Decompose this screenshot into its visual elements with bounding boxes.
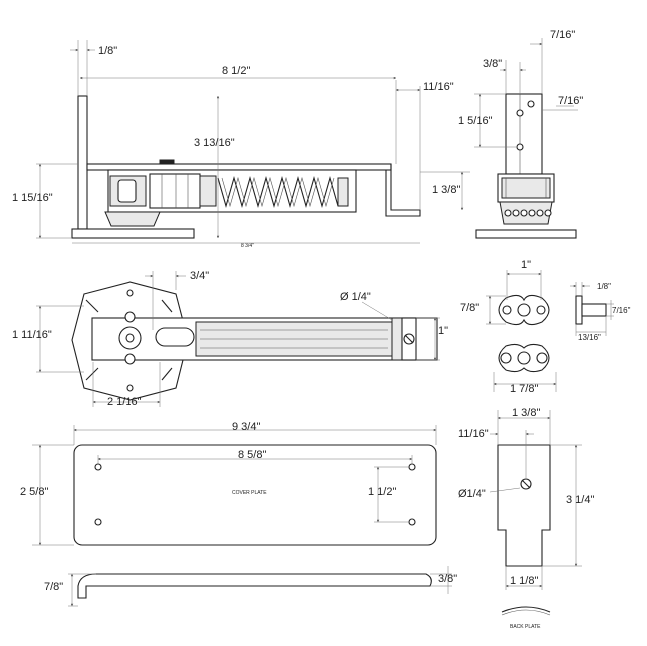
cover-side-view: 7/8" 3/8"	[44, 566, 457, 607]
dim-pin-bottom: 13/16"	[578, 333, 601, 342]
roller	[117, 179, 137, 203]
dim-cover-height: 2 5/8"	[20, 486, 48, 498]
dim-plan-3-4: 3/4"	[190, 270, 209, 282]
dim-pin-top: 1/8"	[597, 282, 611, 291]
end-plate	[505, 93, 543, 175]
coil-spring	[217, 175, 349, 209]
side-elevation-view: 1/8" 8 1/2" 11/16" 3 13/16" 1 15/16" 1 3…	[12, 40, 470, 249]
dim-plan-bottom: 2 1/16"	[107, 396, 142, 408]
washers-view: 1" 7/8" 1 7/8"	[460, 259, 557, 395]
dim-top-right-offset: 11/16"	[423, 81, 454, 93]
end-hole-mid	[516, 109, 524, 117]
end-hole-top	[527, 100, 535, 108]
cover-side-profile	[77, 573, 432, 599]
base-hole-1	[126, 289, 134, 297]
dim-top-eighth: 1/8"	[98, 45, 117, 57]
dim-cover-holes-x: 8 5/8"	[238, 449, 266, 461]
back-plate-label: BACK PLATE	[510, 624, 541, 630]
cover-plate	[73, 444, 437, 546]
cover-plate-label: COVER PLATE	[232, 490, 267, 496]
cover-hole-2	[94, 518, 102, 526]
back-plate	[497, 444, 551, 567]
top-arm	[86, 163, 392, 171]
cover-hole-1	[94, 463, 102, 471]
base-hole-2	[126, 384, 134, 392]
dim-top-right-height: 1 3/8"	[432, 184, 460, 196]
bent-tab	[385, 164, 421, 217]
floor-plate	[71, 228, 195, 239]
dim-end-height: 1 5/16"	[458, 115, 493, 127]
dim-end-side: 7/16"	[558, 95, 583, 107]
slot	[155, 327, 195, 347]
dim-washer-bottom: 1 7/8"	[510, 383, 538, 395]
plan-view: 3/4" Ø 1/4" 1 11/16" 1" 2 1/16"	[12, 270, 448, 408]
housing	[107, 169, 357, 213]
dim-cover-holes-y: 1 1/2"	[368, 486, 396, 498]
dim-washer-top: 1"	[521, 259, 531, 271]
dim-back-dia: Ø1/4"	[458, 488, 486, 500]
dim-cover-side-right: 3/8"	[438, 573, 457, 585]
end-floor-plate	[475, 229, 577, 239]
dim-top-len: 8 1/2"	[222, 65, 250, 77]
pin-view: 1/8" 7/16" 13/16"	[570, 282, 631, 342]
pin-shank	[581, 303, 607, 317]
dim-washer-left: 7/8"	[460, 302, 479, 314]
dim-back-top: 1 3/8"	[512, 407, 540, 419]
top-stud	[159, 159, 175, 165]
dim-plan-right: 1"	[438, 325, 448, 337]
dim-end-top-width: 7/16"	[550, 29, 575, 41]
pin-head	[575, 295, 583, 325]
dim-back-height: 3 1/4"	[566, 494, 594, 506]
dim-cover-side-left: 7/8"	[44, 581, 63, 593]
carriage	[149, 173, 201, 209]
dim-end-3-8: 3/8"	[483, 58, 502, 70]
dim-top-inner: 3 13/16"	[194, 137, 235, 149]
spring-texture	[200, 329, 388, 349]
end-hole-low	[516, 143, 524, 151]
pivot-ear-top	[124, 311, 136, 323]
dim-top-bottom-tiny: 8 3/4"	[241, 243, 254, 249]
cover-plate-view: COVER PLATE 9 3/4" 8 5/8" 2 5/8" 1 1/2"	[20, 421, 437, 546]
dim-cover-len: 9 3/4"	[232, 421, 260, 433]
end-view: 7/16" 3/8" 7/16" 1 5/16"	[458, 29, 583, 239]
base-foot	[104, 211, 161, 227]
dim-top-height: 1 15/16"	[12, 192, 53, 204]
dim-back-offset: 11/16"	[458, 428, 489, 440]
spring-cap	[199, 175, 217, 207]
pivot-ear-bottom	[124, 353, 136, 365]
mounting-plate	[77, 95, 88, 230]
dim-pin-right: 7/16"	[612, 306, 631, 315]
back-plate-arc	[501, 606, 551, 613]
dim-plan-dia: Ø 1/4"	[340, 291, 371, 303]
dim-back-bottom: 1 1/8"	[510, 575, 538, 587]
end-bearings	[504, 209, 552, 217]
back-plate-view: 1 3/8" 11/16" Ø1/4" 3 1/4" 1 1/8" BACK P…	[458, 407, 594, 630]
dim-plan-height: 1 11/16"	[12, 329, 52, 341]
